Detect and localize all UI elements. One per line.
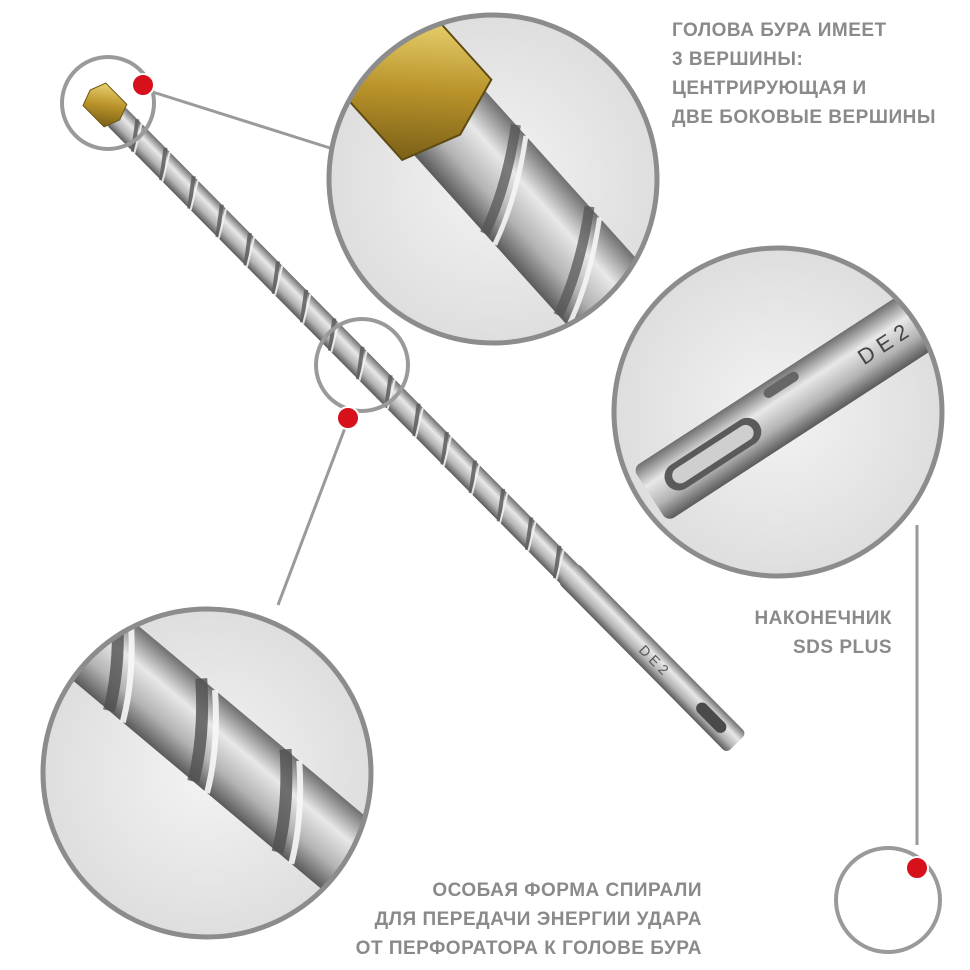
callout-lines [139, 86, 919, 845]
callout-markers [131, 73, 929, 880]
shank-groove [696, 702, 727, 733]
connector-head-line [139, 86, 331, 150]
caption-spiral: ОСОБАЯ ФОРМА СПИРАЛИ ДЛЯ ПЕРЕДАЧИ ЭНЕРГИ… [356, 876, 702, 963]
caption-line: ОТ ПЕРФОРАТОРА К ГОЛОВЕ БУРА [355, 938, 702, 959]
caption-line: ДЛЯ ПЕРЕДАЧИ ЭНЕРГИИ УДАРА [374, 909, 702, 930]
zoom-head-ring [326, 12, 660, 346]
zoom-spiral-circle [40, 606, 374, 940]
callout-marker-icon [131, 73, 155, 97]
carbide-tip [82, 82, 128, 128]
zoom-spiral-ring [40, 606, 374, 940]
caption-sds-plus: НАКОНЕЧНИК SDS PLUS [754, 604, 892, 662]
caption-line: SDS PLUS [792, 637, 892, 658]
drill-bit: D E 2 [82, 82, 745, 752]
caption-line: ЦЕНТРИРУЮЩАЯ И [672, 78, 867, 99]
callout-marker-icon [905, 856, 929, 880]
caption-line: НАКОНЕЧНИК [754, 608, 892, 629]
caption-line: 3 ВЕРШИНЫ: [672, 49, 804, 70]
locator-ring-spiral [314, 317, 410, 413]
caption-line: ГОЛОВА БУРА ИМЕЕТ [672, 20, 887, 41]
callout-marker-icon [336, 406, 360, 430]
drill-spiral [130, 119, 562, 579]
locator-ring-head [60, 55, 156, 151]
locator-ring-sds [834, 846, 942, 954]
caption-drill-head: ГОЛОВА БУРА ИМЕЕТ 3 ВЕРШИНЫ: ЦЕНТРИРУЮЩА… [672, 16, 936, 132]
connector-spiral-line [276, 419, 350, 606]
caption-line: ОСОБАЯ ФОРМА СПИРАЛИ [432, 880, 702, 901]
zoom-sds-ring [611, 245, 945, 579]
caption-line: ДВЕ БОКОВЫЕ ВЕРШИНЫ [672, 107, 936, 128]
